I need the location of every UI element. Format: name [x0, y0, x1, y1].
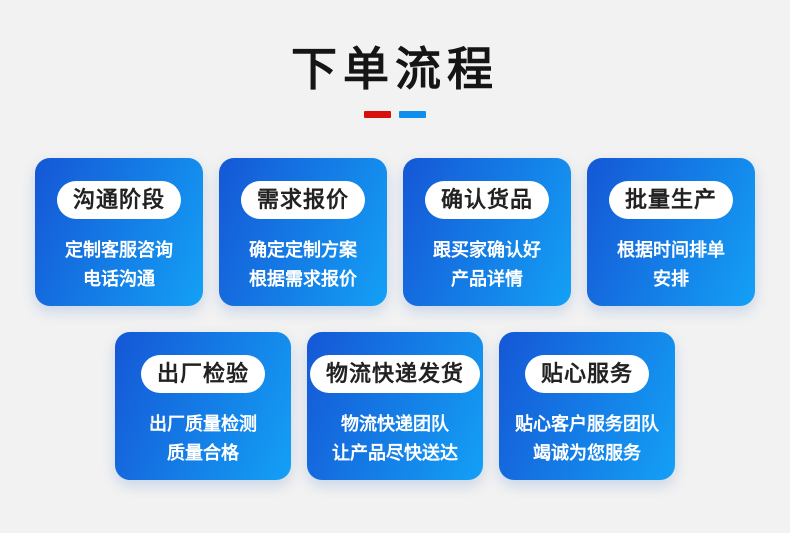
step-label-pill: 确认货品: [424, 180, 549, 219]
step-description-line: 定制客服咨询: [65, 239, 173, 260]
step-description-line: 出厂质量检测: [149, 413, 257, 434]
bottom-white-strip: [0, 533, 790, 551]
step-label-pill: 沟通阶段: [56, 180, 181, 219]
flow-row-top: 沟通阶段 定制客服咨询 电话沟通 需求报价 确定定制方案 根据需求报价 确认货品…: [0, 157, 790, 306]
step-label: 批量生产: [624, 186, 717, 212]
step-description: 跟买家确认好 产品详情: [433, 236, 541, 294]
step-label-pill: 贴心服务: [524, 354, 649, 393]
step-description-line: 跟买家确认好: [433, 239, 541, 260]
step-label-pill: 物流快递发货: [309, 354, 480, 393]
step-description-line: 安排: [653, 268, 689, 289]
step-description-line: 贴心客户服务团队: [515, 413, 659, 434]
red-dash-icon: [364, 110, 391, 118]
step-description-line: 产品详情: [451, 268, 523, 289]
step-description: 定制客服咨询 电话沟通: [65, 236, 173, 294]
step-description-line: 确定定制方案: [249, 239, 357, 260]
step-label-pill: 出厂检验: [140, 354, 265, 393]
step-label: 贴心服务: [540, 360, 633, 386]
flow-row-bottom: 出厂检验 出厂质量检测 质量合格 物流快递发货 物流快递团队 让产品尽快送达 贴…: [0, 331, 790, 480]
step-description-line: 质量合格: [167, 442, 239, 463]
step-label-pill: 批量生产: [608, 180, 733, 219]
flow-card-attentive-service: 贴心服务 贴心客户服务团队 竭诚为您服务: [499, 331, 675, 480]
step-description: 出厂质量检测 质量合格: [149, 410, 257, 468]
step-description-line: 物流快递团队: [341, 413, 449, 434]
page-title: 下单流程: [291, 43, 499, 95]
step-label: 确认货品: [440, 186, 533, 212]
header: 下单流程: [0, 0, 790, 118]
step-description-line: 根据时间排单: [617, 239, 725, 260]
step-label: 出厂检验: [156, 360, 249, 386]
step-description-line: 竭诚为您服务: [533, 442, 641, 463]
blue-dash-icon: [399, 110, 426, 118]
step-description-line: 根据需求报价: [249, 268, 357, 289]
step-label: 沟通阶段: [72, 186, 165, 212]
flow-card-quotation: 需求报价 确定定制方案 根据需求报价: [219, 157, 387, 306]
title-divider: [0, 110, 790, 118]
step-description-line: 让产品尽快送达: [332, 442, 458, 463]
step-description: 物流快递团队 让产品尽快送达: [332, 410, 458, 468]
step-description: 贴心客户服务团队 竭诚为您服务: [515, 410, 659, 468]
step-description: 根据时间排单 安排: [617, 236, 725, 294]
flow-card-factory-inspection: 出厂检验 出厂质量检测 质量合格: [115, 331, 291, 480]
step-label-pill: 需求报价: [240, 180, 365, 219]
flow-card-batch-production: 批量生产 根据时间排单 安排: [587, 157, 755, 306]
flow-card-logistics-shipping: 物流快递发货 物流快递团队 让产品尽快送达: [307, 331, 483, 480]
step-label: 物流快递发货: [325, 360, 464, 386]
step-description-line: 电话沟通: [83, 268, 155, 289]
step-description: 确定定制方案 根据需求报价: [249, 236, 357, 294]
step-label: 需求报价: [256, 186, 349, 212]
flow-card-confirm-goods: 确认货品 跟买家确认好 产品详情: [403, 157, 571, 306]
flow-card-communication: 沟通阶段 定制客服咨询 电话沟通: [35, 157, 203, 306]
